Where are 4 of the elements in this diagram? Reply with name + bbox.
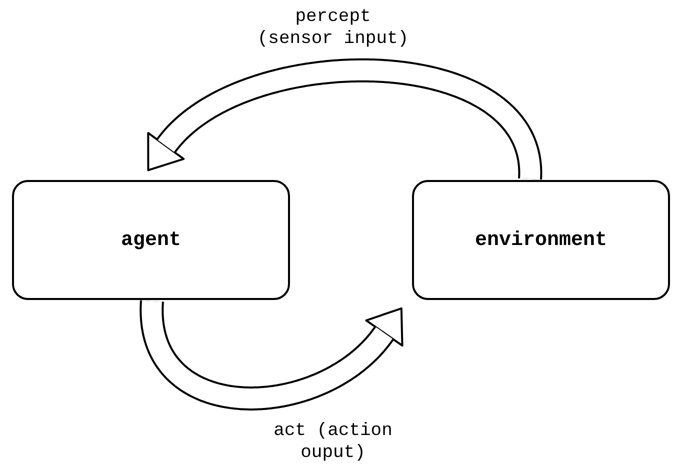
node-label: environment (474, 228, 608, 252)
rounded-box (412, 180, 670, 300)
node-label: agent (120, 228, 181, 252)
rounded-box (12, 180, 290, 300)
